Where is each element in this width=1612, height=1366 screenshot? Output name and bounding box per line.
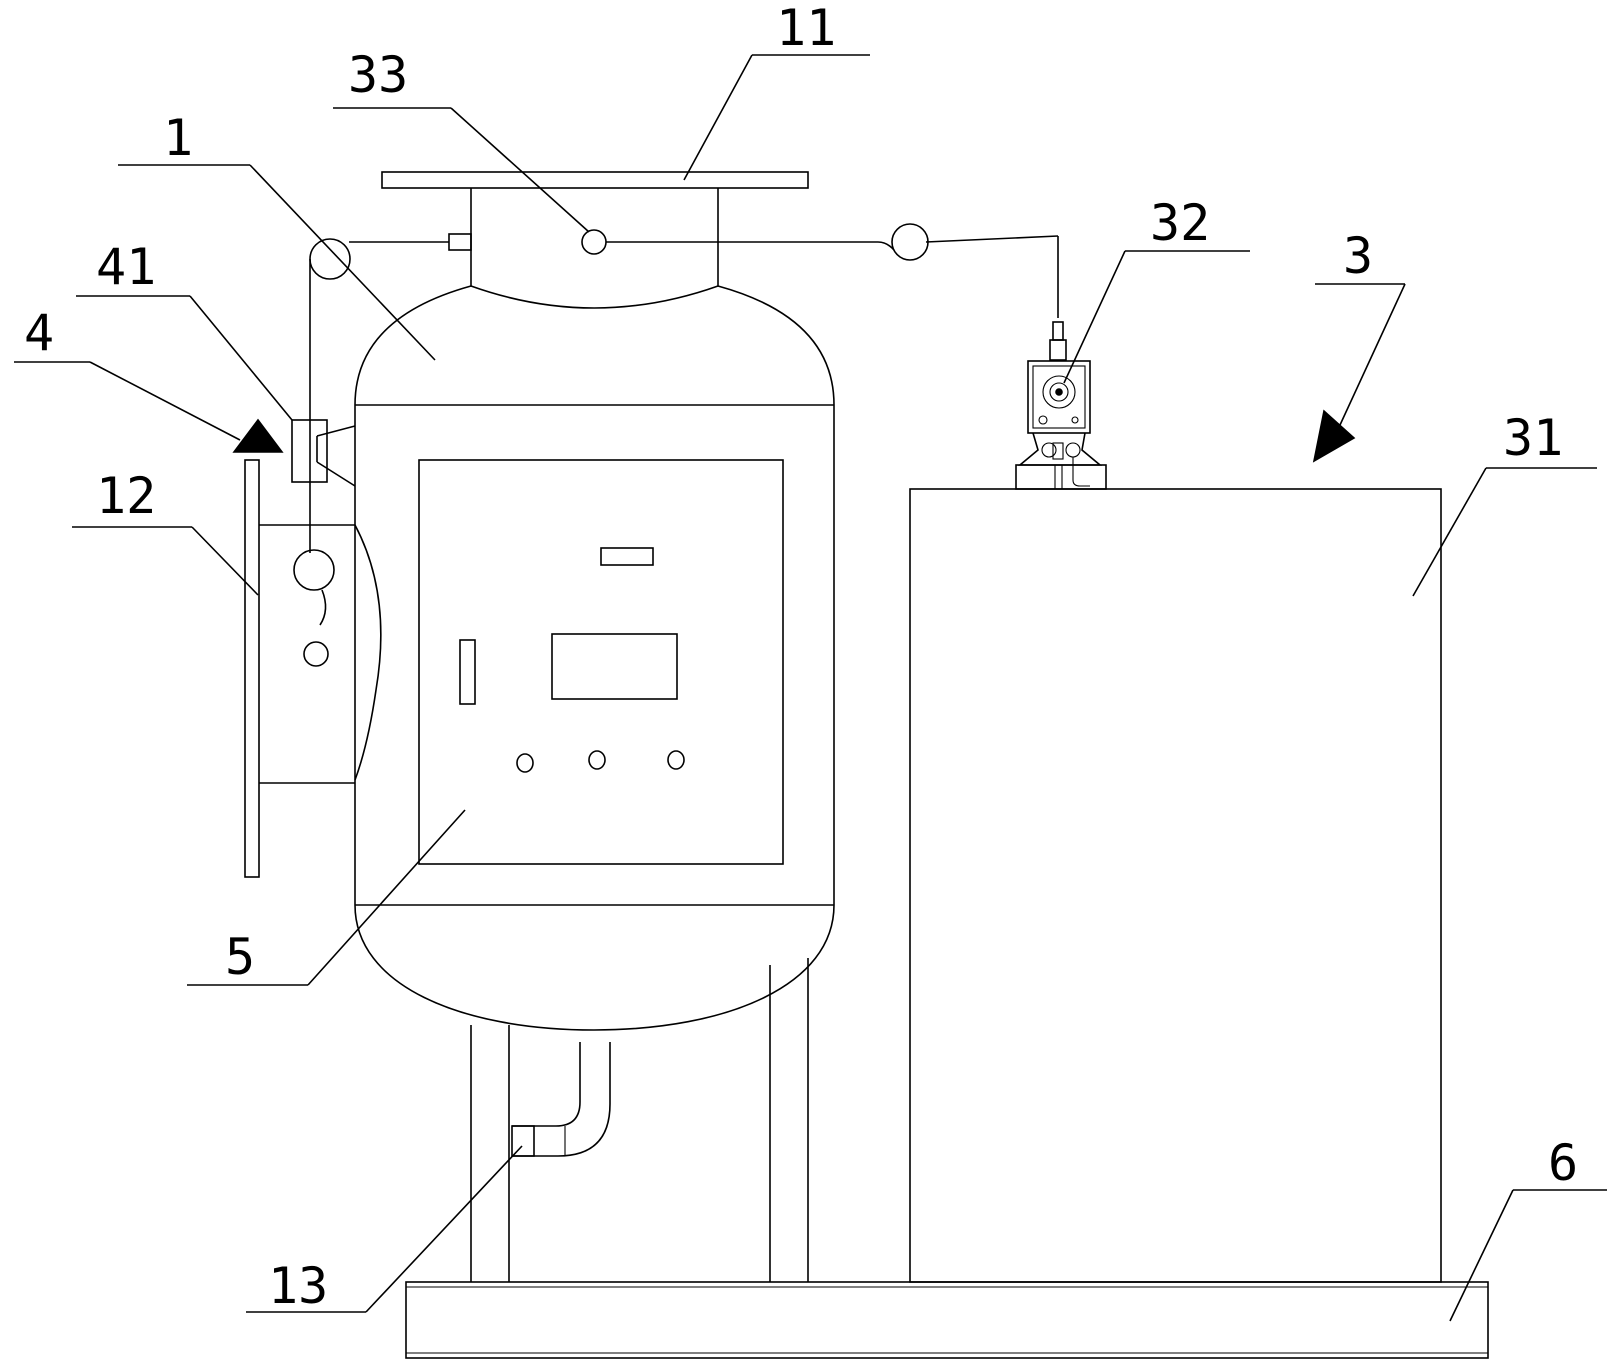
label-3: 3 xyxy=(1343,227,1373,285)
flow-arrow-4 xyxy=(232,418,284,453)
label-6: 6 xyxy=(1548,1134,1578,1192)
dosing-pump xyxy=(1015,321,1107,490)
label-31: 31 xyxy=(1503,409,1563,467)
label-33: 33 xyxy=(348,46,408,104)
tank-body xyxy=(354,171,835,1031)
sensor-piping xyxy=(291,223,1059,667)
control-panel xyxy=(418,459,784,865)
tank-legs xyxy=(470,958,809,1282)
label-5: 5 xyxy=(225,928,255,986)
sensor-33 xyxy=(581,229,607,255)
inlet-pipe xyxy=(244,459,355,878)
label-11: 11 xyxy=(776,0,836,57)
label-13: 13 xyxy=(268,1257,328,1315)
flow-arrow-3 xyxy=(1312,409,1356,463)
label-1: 1 xyxy=(163,109,193,167)
label-4: 4 xyxy=(24,304,54,362)
leader-lines xyxy=(14,54,1607,1322)
part-labels: 33 11 1 41 4 12 5 13 32 3 31 6 xyxy=(24,0,1578,1315)
label-12: 12 xyxy=(96,467,156,525)
label-32: 32 xyxy=(1150,194,1210,252)
chemical-tank xyxy=(909,488,1442,1283)
label-41: 41 xyxy=(96,238,156,296)
drain-pipe xyxy=(511,1042,611,1157)
base-frame xyxy=(405,1281,1489,1359)
